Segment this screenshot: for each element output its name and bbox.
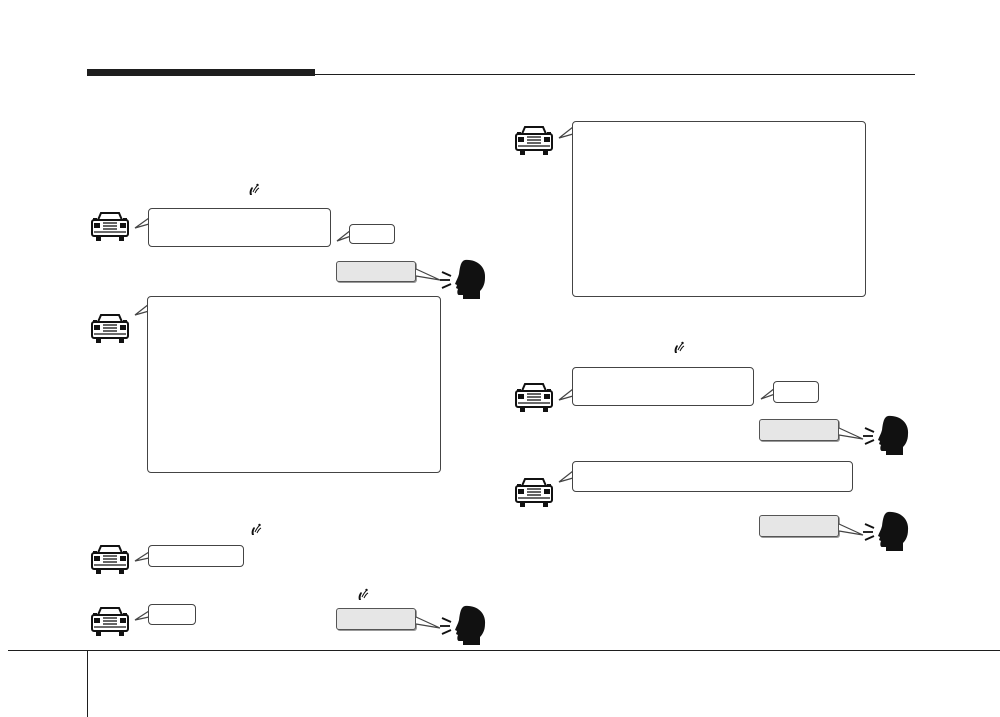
user-reply-bubble <box>759 419 839 441</box>
car-front-icon <box>514 125 554 157</box>
footer-rule <box>8 650 1000 651</box>
system-prompt-bubble <box>572 461 853 492</box>
bubble-tail <box>558 126 574 139</box>
bubble-tail <box>760 387 776 400</box>
voice-command-icon <box>248 183 260 197</box>
bubble-tail <box>336 229 352 242</box>
system-beep-bubble <box>773 381 819 403</box>
voice-command-icon <box>250 523 262 537</box>
reply-tail <box>838 427 864 440</box>
header-rule-thick <box>87 69 315 76</box>
system-prompt-bubble <box>148 208 331 247</box>
reply-tail <box>838 523 864 536</box>
system-prompt-bubble <box>572 367 754 406</box>
reply-tail <box>415 616 441 629</box>
system-list-bubble <box>572 121 866 297</box>
system-beep-bubble <box>349 224 395 244</box>
user-reply-bubble <box>336 608 416 630</box>
car-front-icon <box>90 606 130 638</box>
voice-command-icon <box>673 341 685 355</box>
bubble-tail <box>558 388 574 401</box>
bubble-tail <box>558 470 574 483</box>
system-prompt-bubble <box>148 545 244 567</box>
header-rule-thin <box>315 74 915 75</box>
voice-command-icon <box>357 588 369 602</box>
bubble-tail <box>134 610 150 621</box>
system-beep-bubble <box>148 604 196 625</box>
speaking-head-icon <box>862 510 910 552</box>
speaking-head-icon <box>439 258 487 300</box>
speaking-head-icon <box>439 604 487 646</box>
bubble-tail <box>134 303 150 316</box>
system-list-bubble <box>147 296 441 473</box>
reply-tail <box>415 268 441 281</box>
car-front-icon <box>514 382 554 414</box>
bubble-tail <box>134 551 150 562</box>
user-reply-bubble <box>336 261 416 282</box>
car-front-icon <box>514 477 554 509</box>
speaking-head-icon <box>862 414 910 456</box>
car-front-icon <box>90 313 130 345</box>
footer-divider <box>87 650 88 717</box>
user-reply-bubble <box>759 515 839 537</box>
car-front-icon <box>90 544 130 576</box>
bubble-tail <box>134 217 150 229</box>
car-front-icon <box>90 211 130 243</box>
